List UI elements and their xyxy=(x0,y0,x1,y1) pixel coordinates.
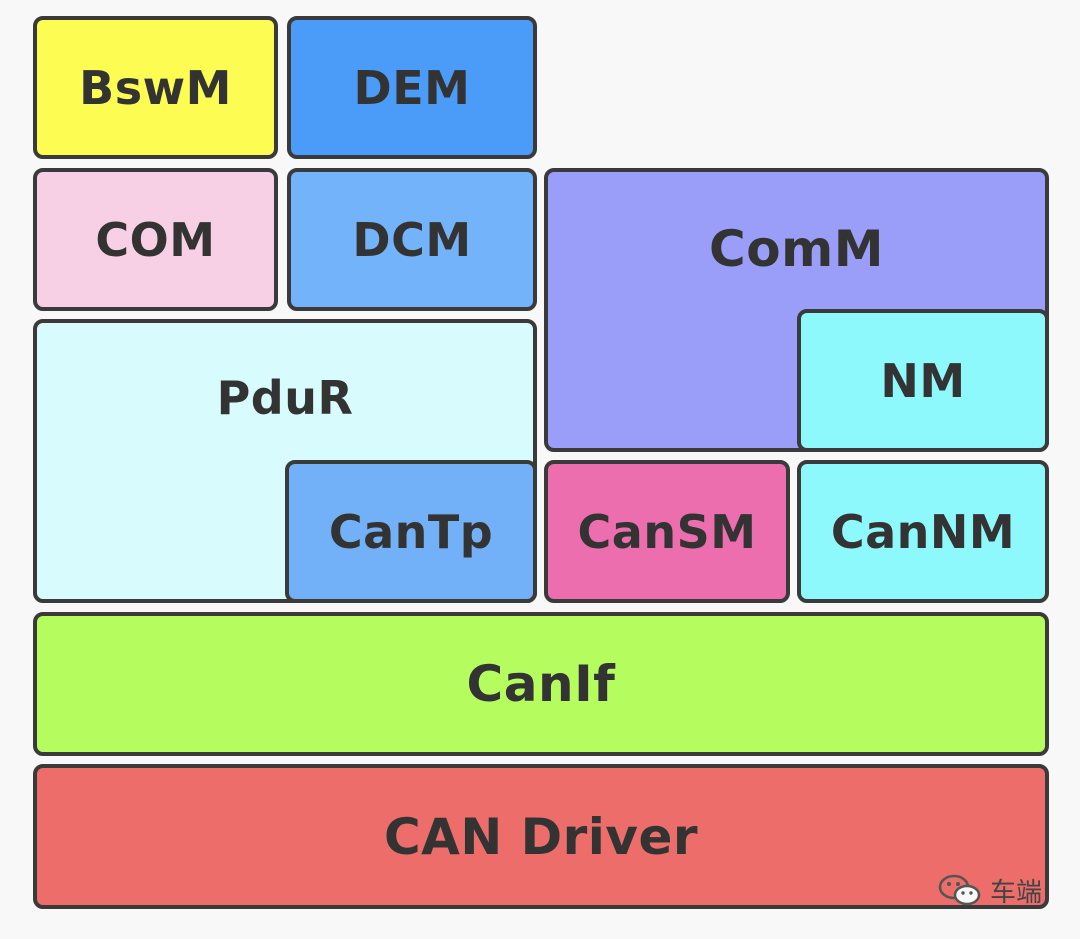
bswm-label: BswM xyxy=(79,60,232,115)
watermark-text: 车端 xyxy=(990,877,1043,908)
nm-block: NM xyxy=(797,309,1049,452)
can-driver-label: CAN Driver xyxy=(383,807,699,866)
cannm-label: CanNM xyxy=(830,504,1016,559)
cannm-block: CanNM xyxy=(797,460,1049,603)
wechat-icon xyxy=(938,873,982,907)
watermark: 车端 xyxy=(938,870,1048,910)
comm-label: ComM xyxy=(709,220,884,278)
cantp-label: CanTp xyxy=(328,504,494,559)
cansm-block: CanSM xyxy=(544,460,790,603)
com-block: COM xyxy=(33,168,278,311)
dcm-block: DCM xyxy=(287,168,537,311)
dem-label: DEM xyxy=(353,60,471,115)
canif-block: CanIf xyxy=(33,612,1049,756)
dcm-label: DCM xyxy=(352,212,472,267)
canif-label: CanIf xyxy=(466,655,616,713)
pdur-label: PduR xyxy=(216,371,354,425)
nm-label: NM xyxy=(880,353,966,408)
can-driver-block: CAN Driver xyxy=(33,764,1049,909)
dem-block: DEM xyxy=(287,16,537,159)
bswm-block: BswM xyxy=(33,16,278,159)
cansm-label: CanSM xyxy=(577,504,757,559)
com-label: COM xyxy=(95,212,216,267)
cantp-block: CanTp xyxy=(285,460,537,603)
